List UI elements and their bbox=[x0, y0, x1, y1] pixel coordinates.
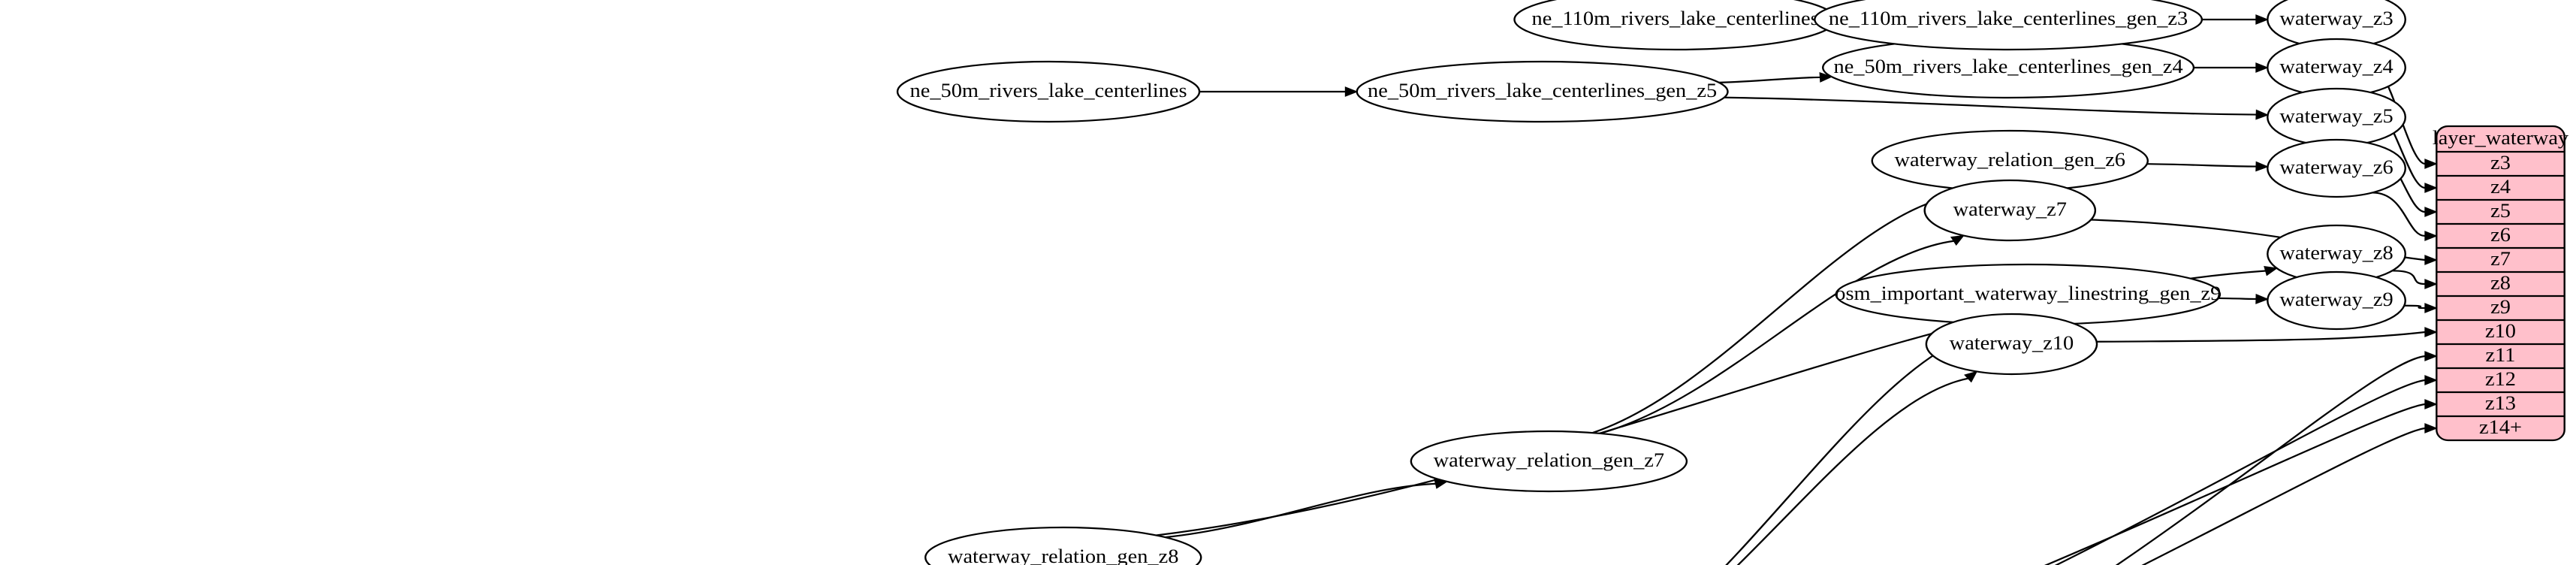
edge-arrowhead bbox=[1819, 72, 1833, 83]
node-shape bbox=[1814, 0, 2203, 51]
edge-waterway_relation_gen_z7-to-waterway_z7 bbox=[1600, 240, 1954, 434]
edge-ne_50m_rivers_lake_centerlines_gen_z5-to-waterway_z5 bbox=[1724, 96, 2257, 116]
edge-arrowhead bbox=[2424, 159, 2438, 169]
edge-arrowhead bbox=[2424, 279, 2438, 289]
node-waterway_z7[interactable]: waterway_z7 bbox=[1923, 179, 2097, 242]
edge-waterway_z14-to-layer_waterway-z14+ bbox=[2141, 427, 2426, 565]
edge-arrowhead bbox=[2255, 293, 2270, 304]
edge-waterway_relation_gen_z8-to-waterway_relation_gen_z7 bbox=[1165, 482, 1436, 539]
node-waterway_z6[interactable]: waterway_z6 bbox=[2267, 138, 2406, 198]
edge-waterway_z9-to-layer_waterway-z9 bbox=[2404, 304, 2426, 310]
edge-waterway_z8-to-layer_waterway-z8 bbox=[2392, 270, 2426, 286]
layer-waterway-card-body bbox=[2436, 125, 2565, 442]
node-shape bbox=[2267, 138, 2406, 198]
edge-arrowhead bbox=[2424, 255, 2438, 265]
edge-waterway_z12-to-layer_waterway-z12 bbox=[2054, 379, 2426, 565]
node-shape bbox=[1410, 430, 1688, 493]
edge-arrowhead bbox=[2264, 265, 2279, 276]
node-shape bbox=[925, 526, 1202, 565]
edge-arrowhead bbox=[1964, 370, 1978, 383]
node-shape bbox=[1925, 313, 2098, 376]
edge-arrowhead bbox=[2255, 161, 2270, 172]
node-ne_50m_rivers_lake_centerlines[interactable]: ne_50m_rivers_lake_centerlines bbox=[896, 60, 1201, 123]
edge-arrowhead bbox=[2424, 183, 2438, 193]
edge-arrowhead bbox=[2424, 375, 2438, 385]
edge-arrowhead bbox=[2424, 207, 2438, 217]
nodes-layer: imposm3osm_waterway_relationosm_waterway… bbox=[896, 0, 2406, 565]
edge-arrowhead bbox=[2255, 109, 2270, 120]
node-ne_110m_rivers_lake_centerlines[interactable]: ne_110m_rivers_lake_centerlines bbox=[1513, 0, 1837, 51]
edge-waterway_z13-to-layer_waterway-z13 bbox=[2044, 403, 2426, 565]
node-shape bbox=[1923, 179, 2097, 242]
edge-waterway_relation_gen_z6-to-waterway_z6 bbox=[2146, 163, 2257, 168]
node-shape bbox=[1513, 0, 1837, 51]
node-shape bbox=[1356, 60, 1729, 123]
node-shape bbox=[2267, 87, 2406, 147]
edge-osm_important_waterway_linestring_gen_z10-to-waterway_z10 bbox=[1736, 377, 1968, 565]
node-waterway_z4[interactable]: waterway_z4 bbox=[2267, 38, 2406, 98]
edge-arrowhead bbox=[2424, 327, 2438, 337]
layer-waterway-table: layer_waterwayz3z4z5z6z7z8z9z10z11z12z13… bbox=[2433, 125, 2569, 442]
edge-arrowhead bbox=[2424, 351, 2438, 361]
edge-osm_important_waterway_linestring_gen_z9-to-waterway_z9 bbox=[2218, 297, 2257, 301]
edge-waterway_z6-to-layer_waterway-z6 bbox=[2372, 192, 2426, 237]
edge-arrowhead bbox=[1344, 86, 1359, 97]
node-waterway_z9[interactable]: waterway_z9 bbox=[2267, 270, 2406, 331]
node-waterway_z5[interactable]: waterway_z5 bbox=[2267, 87, 2406, 147]
node-shape bbox=[2267, 38, 2406, 98]
edge-waterway_z11-to-layer_waterway-z11 bbox=[2115, 355, 2426, 565]
edge-arrowhead bbox=[2424, 399, 2438, 409]
edge-arrowhead bbox=[2424, 303, 2438, 313]
node-waterway_z10[interactable]: waterway_z10 bbox=[1925, 313, 2098, 376]
edge-waterway_z10-to-layer_waterway-z10 bbox=[2096, 331, 2426, 343]
node-waterway_relation_gen_z7[interactable]: waterway_relation_gen_z7 bbox=[1410, 430, 1688, 493]
node-ne_50m_rivers_lake_centerlines_gen_z5[interactable]: ne_50m_rivers_lake_centerlines_gen_z5 bbox=[1356, 60, 1729, 123]
node-shape bbox=[2267, 270, 2406, 331]
edge-waterway_relation_gen_z7-to-waterway_relation_gen_z6 bbox=[1592, 194, 1957, 434]
node-shape bbox=[896, 60, 1201, 123]
edge-arrowhead bbox=[2424, 423, 2438, 434]
edge-arrowhead bbox=[2424, 231, 2438, 241]
edge-arrowhead bbox=[2255, 62, 2269, 73]
edge-arrowhead bbox=[2255, 14, 2269, 25]
edge-arrowhead bbox=[1950, 234, 1965, 246]
node-waterway_relation_gen_z8[interactable]: waterway_relation_gen_z8 bbox=[925, 526, 1202, 565]
layer-waterway-card[interactable]: layer_waterwayz3z4z5z6z7z8z9z10z11z12z13… bbox=[2433, 125, 2569, 442]
edge-ne_50m_rivers_lake_centerlines_gen_z5-to-ne_50m_rivers_lake_centerlines_gen_z4 bbox=[1718, 76, 1820, 83]
node-ne_110m_rivers_lake_centerlines_gen_z3[interactable]: ne_110m_rivers_lake_centerlines_gen_z3 bbox=[1814, 0, 2203, 51]
